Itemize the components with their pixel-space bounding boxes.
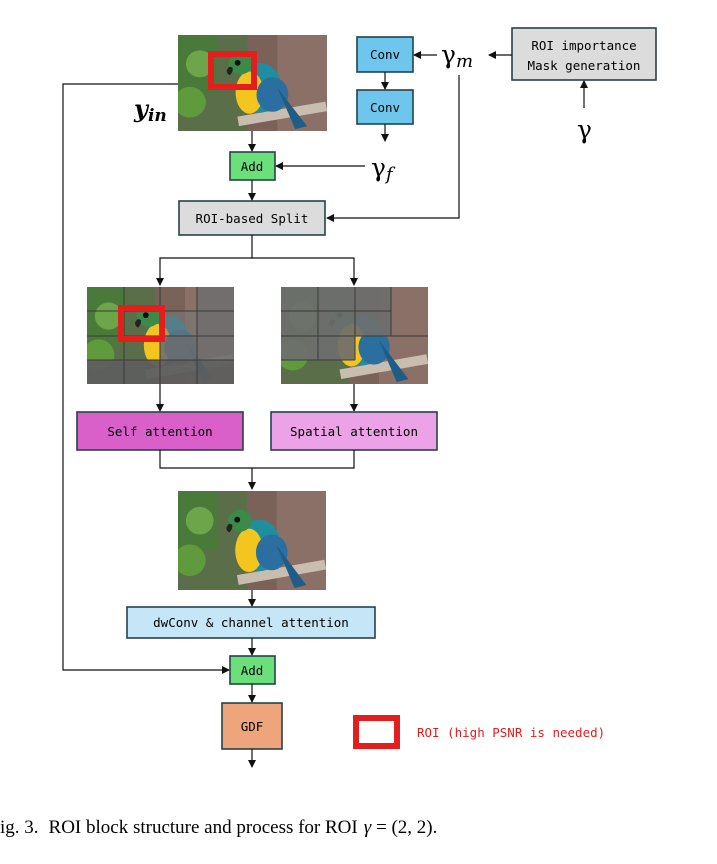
- roi-legend: ROI (high PSNR is needed): [353, 715, 605, 749]
- arrow-split-right: [252, 257, 358, 286]
- arrow-gamma-m-to-split: [326, 75, 460, 222]
- add-block-bottom: Add: [229, 655, 276, 685]
- svg-text:Add: Add: [241, 663, 264, 678]
- merge-line: [159, 450, 355, 469]
- conv-block-1: Conv: [356, 36, 414, 73]
- legend-roi-label: ROI (high PSNR is needed): [417, 725, 605, 740]
- svg-text:Add: Add: [241, 159, 264, 174]
- add-block-top: Add: [229, 151, 276, 181]
- roi-mask-generation-block: ROI importance Mask generation: [511, 27, 657, 81]
- svg-text:ROI importance: ROI importance: [531, 38, 636, 53]
- dwconv-channel-attention-block: dwConv & channel attention: [126, 606, 376, 639]
- svg-text:Self attention: Self attention: [107, 424, 212, 439]
- gamma-label: γ: [577, 115, 592, 144]
- input-image: [178, 35, 327, 131]
- svg-text:Conv: Conv: [370, 47, 400, 62]
- legend-roi-swatch: [353, 715, 400, 749]
- roi-highlight-box: [208, 51, 257, 90]
- spatial-attention-block: Spatial attention: [270, 411, 438, 451]
- gamma-f-label: γf: [371, 153, 396, 185]
- y-in-label: yin: [133, 94, 167, 126]
- output-image: [178, 491, 326, 590]
- roi-based-split-block: ROI-based Split: [178, 200, 326, 236]
- svg-text:ROI-based Split: ROI-based Split: [196, 211, 309, 226]
- figure-caption: ig. 3.ROI block structure and process fo…: [0, 817, 437, 838]
- svg-text:dwConv & channel attention: dwConv & channel attention: [153, 615, 349, 630]
- roi-highlight-box: [118, 305, 165, 342]
- svg-text:Mask generation: Mask generation: [528, 58, 641, 73]
- skip-connection-arrow: [62, 83, 230, 674]
- non-roi-windows-image: [281, 287, 428, 384]
- conv-block-2: Conv: [356, 89, 414, 125]
- svg-text:GDF: GDF: [241, 719, 264, 734]
- svg-text:Spatial attention: Spatial attention: [290, 424, 418, 439]
- roi-windows-image: [87, 287, 234, 384]
- svg-text:Conv: Conv: [370, 100, 400, 115]
- self-attention-block: Self attention: [76, 411, 244, 451]
- gdf-block: GDF: [221, 702, 283, 750]
- arrow-split-left: [156, 235, 253, 286]
- gamma-m-label: γm: [441, 40, 473, 72]
